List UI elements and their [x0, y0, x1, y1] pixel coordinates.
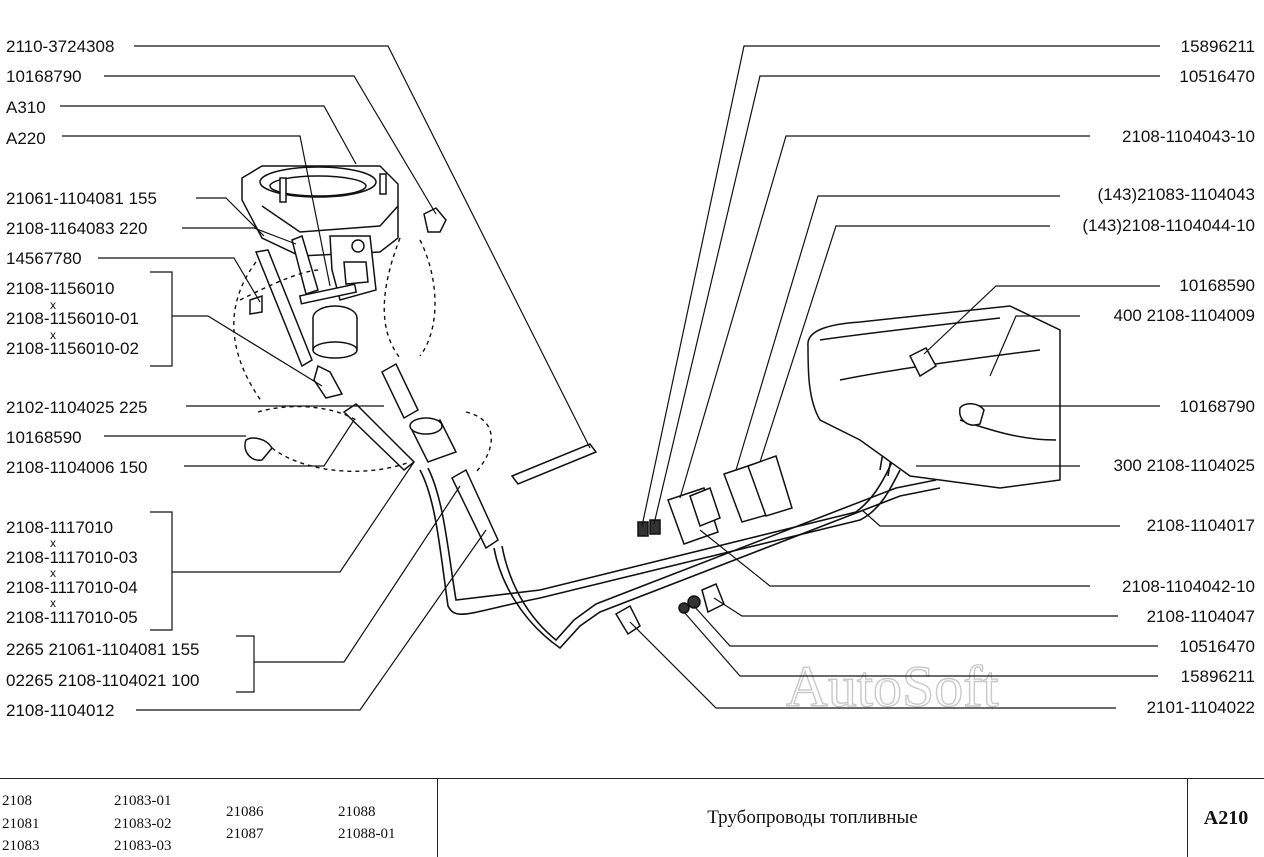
title-cell: Трубопроводы топливные	[438, 779, 1188, 857]
label-10168790-top: 10168790	[6, 67, 82, 86]
label-2108-1156010-01: 2108-1156010-01	[6, 309, 139, 328]
label-a310: A310	[6, 98, 46, 117]
model-code: 21086	[226, 804, 264, 820]
label-a220: A220	[6, 129, 46, 148]
pipe-brackets	[637, 455, 793, 545]
label-2101-1104022: 2101-1104022	[1147, 698, 1255, 717]
label-2108-1104012: 2108-1104012	[6, 701, 114, 720]
label-143-2108-1104044-10: (143)2108-1104044-10	[1082, 216, 1255, 235]
label-2108-1117010-04: 2108-1117010-04	[6, 578, 138, 597]
label-10516470-top: 10516470	[1179, 67, 1255, 86]
tank-clamp-mid	[959, 403, 985, 426]
hose-clamp-left	[244, 437, 273, 461]
carburettor-assembly	[241, 165, 399, 301]
label-2108-1117010-05: 2108-1117010-05	[6, 608, 138, 627]
left-callouts: 2110-3724308 10168790 A310 A220 21061-11…	[6, 37, 591, 720]
label-2108-1104042-10: 2108-1104042-10	[1122, 577, 1255, 596]
model-code: 21088	[338, 804, 376, 820]
model-code: 21087	[226, 826, 264, 842]
fuel-tank	[807, 305, 1061, 489]
variant-mark: x	[50, 566, 56, 580]
hose-clamp-top	[423, 207, 447, 233]
diagram-title: Трубопроводы топливные	[707, 807, 918, 828]
label-2110-3724308: 2110-3724308	[6, 37, 114, 56]
fuel-lines-diagram: AutoSoft	[6, 37, 1256, 720]
variant-mark: x	[50, 328, 56, 342]
label-2108-1156010-02: 2108-1156010-02	[6, 339, 139, 358]
small-fittings	[614, 583, 725, 636]
label-2102-1104025-225: 2102-1104025 225	[6, 398, 148, 417]
model-code: 21083	[2, 838, 40, 854]
title-block: 2108 21081 21083 21083-01 21083-02 21083…	[0, 778, 1264, 857]
model-list: 2108 21081 21083 21083-01 21083-02 21083…	[0, 779, 438, 857]
label-2108-1104006-150: 2108-1104006 150	[6, 458, 148, 477]
label-2108-1156010: 2108-1156010	[6, 279, 114, 298]
model-code: 21083-01	[114, 793, 172, 809]
hoses-left	[249, 234, 319, 368]
label-14567780: 14567780	[6, 249, 82, 268]
label-2265-21061-1104081-155: 2265 21061-1104081 155	[6, 640, 199, 659]
label-21061-1104081-155: 21061-1104081 155	[6, 189, 157, 208]
tie-strap	[510, 443, 598, 485]
label-2108-1104017: 2108-1104017	[1147, 516, 1255, 535]
label-10168590-left: 10168590	[6, 428, 82, 447]
label-2108-1117010: 2108-1117010	[6, 518, 113, 537]
model-code: 21083-02	[114, 816, 172, 832]
label-300-2108-1104025: 300 2108-1104025	[1114, 456, 1256, 475]
right-callouts: 15896211 10516470 2108-1104043-10 (143)2…	[629, 37, 1256, 717]
label-15896211-top: 15896211	[1181, 37, 1255, 56]
fuel-filter	[342, 362, 499, 550]
model-code: 21088-01	[338, 826, 396, 842]
label-400-2108-1104009: 400 2108-1104009	[1114, 306, 1256, 325]
model-code: 21081	[2, 816, 40, 832]
variant-mark: x	[50, 596, 56, 610]
code-cell: A210	[1188, 779, 1264, 857]
tank-clamp-top	[908, 347, 938, 378]
label-143-21083-1104043: (143)21083-1104043	[1097, 185, 1255, 204]
label-2108-1104047: 2108-1104047	[1147, 607, 1255, 626]
variant-mark: x	[50, 298, 56, 312]
label-10168590-right: 10168590	[1179, 276, 1255, 295]
label-10516470-bottom: 10516470	[1179, 637, 1255, 656]
label-15896211-bottom: 15896211	[1181, 667, 1255, 686]
label-02265-2108-1104021-100: 02265 2108-1104021 100	[6, 671, 199, 690]
model-code: 21083-03	[114, 838, 172, 854]
variant-mark: x	[50, 536, 56, 550]
label-10168790-right: 10168790	[1179, 397, 1255, 416]
model-code: 2108	[2, 793, 32, 809]
label-2108-1104043-10: 2108-1104043-10	[1122, 127, 1255, 146]
label-2108-1164083-220: 2108-1164083 220	[6, 219, 148, 238]
fuel-pump	[298, 283, 358, 399]
label-2108-1117010-03: 2108-1117010-03	[6, 548, 138, 567]
watermark: AutoSoft	[786, 654, 999, 719]
diagram-code: A210	[1203, 806, 1249, 829]
